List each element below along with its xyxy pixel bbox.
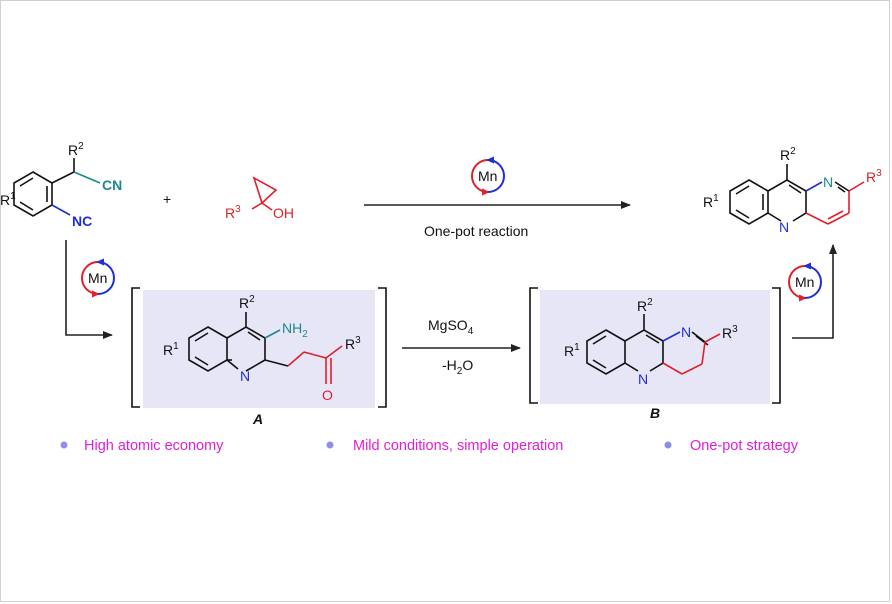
left-arrow: Mn (65, 240, 115, 339)
a-r2-label: R2 (239, 294, 255, 311)
p-r3-label: R3 (866, 168, 882, 185)
p-r2-label: R2 (780, 146, 796, 163)
feature-text: One-pot strategy (690, 438, 799, 454)
feature-text: High atomic economy (84, 438, 224, 454)
feature-item: One-pot strategy (664, 438, 799, 454)
mn-label-right: Mn (795, 274, 814, 290)
p-n-top-label: N (823, 174, 833, 190)
oh-label: OH (273, 205, 294, 221)
b-n-top-label: N (681, 324, 691, 340)
bullet-icon (664, 441, 672, 449)
a-r3-label: R3 (345, 335, 361, 352)
cn-label: CN (102, 177, 122, 193)
r1-label: R1 (0, 191, 16, 208)
r2-label: R2 (68, 141, 84, 158)
condensation-arrow: MgSO4 -H2O (402, 317, 521, 377)
p-n-bottom-label: N (779, 219, 789, 235)
nc-label: NC (72, 213, 92, 229)
mn-catalyst-cycle-right: Mn (788, 262, 822, 302)
b-label: B (650, 405, 660, 421)
intermediate-a: R2 NH2 R1 N R3 O A (131, 287, 387, 427)
right-arrow: Mn (788, 244, 837, 339)
one-pot-arrow: Mn One-pot reaction (364, 156, 631, 239)
feature-item: Mild conditions, simple operation (326, 438, 563, 454)
mn-label-left: Mn (88, 270, 107, 286)
a-nh2-label: NH2 (282, 320, 308, 340)
feature-list: High atomic economy Mild conditions, sim… (60, 438, 799, 454)
mn-catalyst-cycle-left: Mn (81, 258, 115, 298)
reactant-cyclopropanol: R3 OH (225, 176, 294, 221)
one-pot-caption: One-pot reaction (424, 223, 528, 239)
a-n-label: N (240, 368, 250, 384)
product: R2 N R3 R1 N (703, 146, 882, 235)
plus-sign: + (163, 191, 171, 207)
mn-catalyst-cycle-top: Mn (471, 156, 505, 196)
water-loss-label: -H2O (442, 357, 473, 377)
b-n-bottom-label: N (638, 371, 648, 387)
a-r1-label: R1 (163, 341, 179, 358)
bullet-icon (326, 441, 334, 449)
p-r1-label: R1 (703, 193, 719, 210)
b-r1-label: R1 (564, 342, 580, 359)
a-label: A (252, 411, 263, 427)
reactant-isocyanide: R2 CN R1 NC (0, 141, 122, 229)
feature-item: High atomic economy (60, 438, 224, 454)
b-r2-label: R2 (637, 297, 653, 314)
b-r3-label: R3 (722, 324, 738, 341)
mgso4-label: MgSO4 (428, 317, 474, 337)
r3-label: R3 (225, 204, 241, 221)
a-o-label: O (322, 387, 333, 403)
bullet-icon (60, 441, 68, 449)
feature-text: Mild conditions, simple operation (353, 438, 563, 454)
mn-label-top: Mn (478, 168, 497, 184)
intermediate-b: R2 N R3 R1 N B (529, 287, 781, 421)
